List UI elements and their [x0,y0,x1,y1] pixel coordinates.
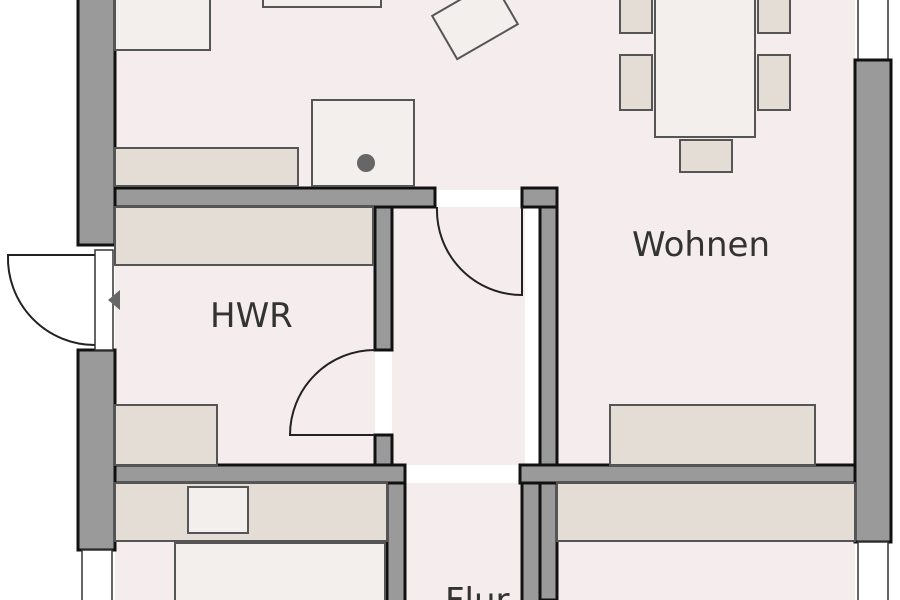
chair [619,0,653,34]
wall-middle-left [113,463,407,485]
washer-cabinet [114,206,374,266]
fireplace [311,99,415,187]
chair [679,139,733,173]
chair [757,54,791,111]
outer-wall-right [853,58,893,544]
dining-table [654,0,756,138]
window-right-bottom [857,541,889,600]
room-label-wohnen: Wohnen [632,225,770,265]
floor-corridor [392,207,525,465]
stove-icon [357,154,375,172]
corridor-door-swing[interactable] [435,206,523,297]
hwr-cabinet [114,404,218,466]
outer-wall-left-mid [76,348,117,552]
sideboard [114,147,299,187]
wardrobe [556,482,856,542]
wall-flur-left [385,481,407,600]
entrance-arrow-icon [108,290,120,310]
entrance-door-swing[interactable] [6,254,96,346]
kitchen-counter [114,482,388,542]
sofa [114,0,211,51]
outer-wall-left-top [76,0,117,247]
window-left-bottom [81,549,113,600]
kitchen-table [174,542,386,600]
hwr-door-swing[interactable] [288,349,376,436]
armchair [430,0,520,61]
wall-hwr-right-top [373,205,394,352]
wall-middle-right [518,463,857,485]
wall-corridor-top-right [520,186,559,209]
window-right-top [857,0,889,61]
room-label-hwr: HWR [210,296,293,336]
cabinet [609,404,816,466]
wall-flur-right [520,481,542,600]
cooktop [187,486,249,534]
chair [757,0,791,34]
wall-hwr-top [113,186,437,209]
chair [619,54,653,111]
wall-wohnen-left [538,205,559,600]
room-label-flur: Flur [445,581,510,600]
tv-board [262,0,382,8]
floor-flur [405,483,522,600]
